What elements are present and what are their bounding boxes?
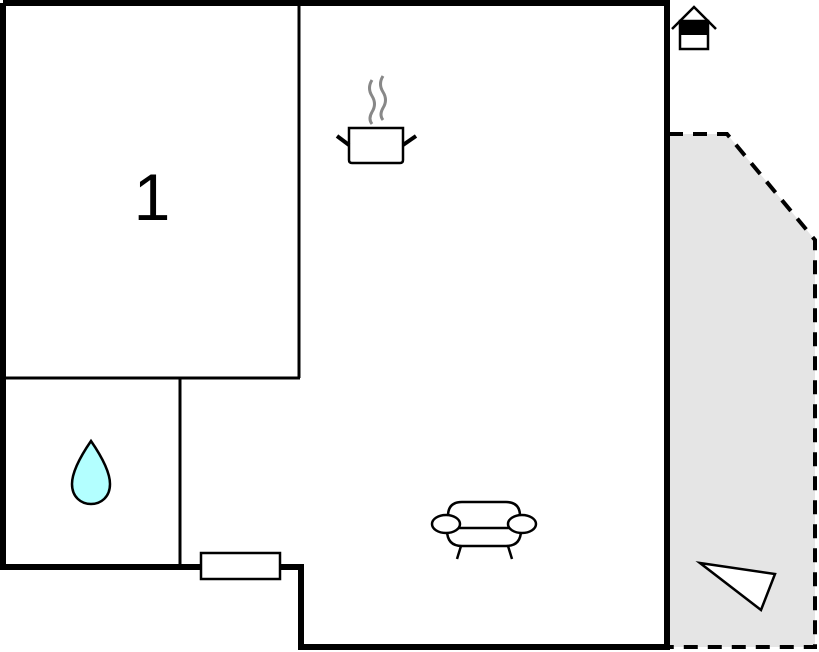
interior-walls (5, 5, 301, 565)
window (199, 551, 282, 581)
sofa-icon (430, 500, 538, 560)
cooking-pot-icon (335, 75, 418, 165)
outer-walls (0, 0, 670, 650)
house-entrance-icon (671, 5, 717, 51)
water-drop-icon (70, 438, 112, 506)
compass-north-arrow-icon (695, 561, 777, 613)
room-label-1: 1 (134, 160, 171, 234)
terrace (669, 132, 817, 649)
